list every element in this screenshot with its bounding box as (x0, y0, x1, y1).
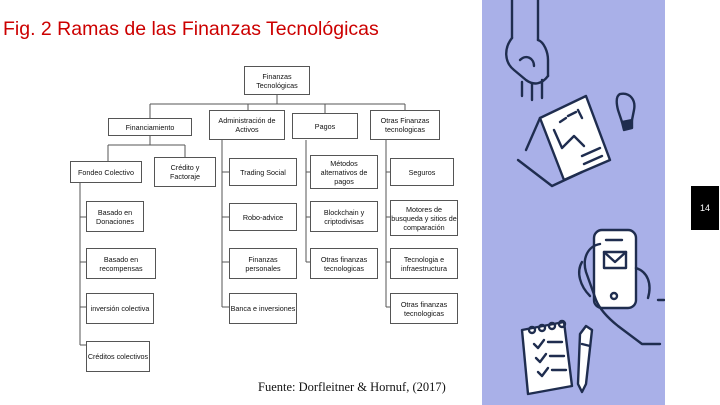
node-financiamiento: Financiamiento (108, 118, 192, 136)
hand-smartphone-icon (578, 228, 665, 346)
node-metodos-alternativos: Métodos alternativos de pagos (310, 155, 378, 189)
node-otras-finanzas-tecnologicas: Otras finanzas tecnologicas (390, 293, 458, 324)
node-creditos-colectivos: Créditos colectivos (86, 341, 150, 372)
node-inversion-colectiva: inversión colectiva (86, 293, 154, 324)
checklist-clipboard-icon (520, 319, 574, 396)
node-basado-recompensas: Basado en recompensas (86, 248, 156, 279)
pencil-icon (576, 324, 594, 394)
node-banca-inversiones: Banca e inversiones (229, 293, 297, 324)
node-basado-donaciones: Basado en Donaciones (86, 201, 144, 232)
page-number: 14 (691, 186, 719, 230)
node-trading-social: Trading Social (229, 158, 297, 186)
side-illustration (505, 0, 665, 396)
node-pagos: Pagos (292, 113, 358, 139)
node-otras-finanzas-pagos: Otras finanzas tecnologicas (310, 248, 378, 279)
source-caption: Fuente: Dorfleitner & Hornuf, (2017) (258, 380, 446, 394)
node-administracion-activos: Administración de Activos (209, 110, 285, 140)
node-seguros: Seguros (390, 158, 454, 186)
slide-title: Fig. 2 Ramas de las Finanzas Tecnológica… (3, 18, 379, 40)
hand-icon (505, 0, 550, 102)
node-root: Finanzas Tecnológicas (244, 66, 310, 95)
node-blockchain: Blockchain y criptodivisas (310, 201, 378, 232)
node-credito-factoraje: Crédito y Factoraje (154, 157, 216, 187)
node-otras-finanzas: Otras Finanzas tecnologicas (370, 110, 440, 140)
document-chart-icon (516, 94, 612, 188)
lightbulb-icon (615, 92, 636, 132)
node-fondeo-colectivo: Fondeo Colectivo (70, 161, 142, 183)
node-tecnologia-infraestructura: Tecnologia e infraestructura (390, 248, 458, 279)
node-motores-busqueda: Motores de busqueda y sitios de comparac… (390, 200, 458, 236)
node-robo-advice: Robo-advice (229, 203, 297, 231)
node-finanzas-personales: Finanzas personales (229, 248, 297, 279)
